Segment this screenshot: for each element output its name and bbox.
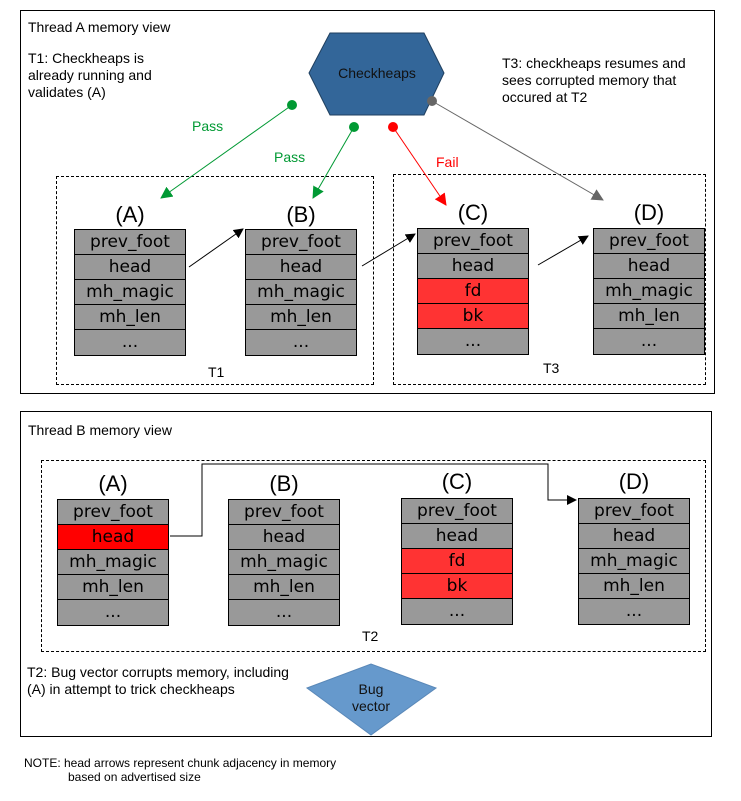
bug-vector-diamond [305,663,438,736]
chunk-field-prev-foot: prev_foot [594,229,704,254]
checkheaps-label: Checkheaps [338,65,416,81]
chunk-field-head: head [75,255,185,280]
chunk-field-head: head [246,255,356,280]
chunk-field-mh-magic: mh_magic [579,549,689,574]
chunk-field-prev-foot: prev_foot [229,500,339,525]
fail-label: Fail [436,154,459,170]
chunk-field-head: head [58,525,168,550]
t1-label: T1 [208,364,225,380]
t1-group-box [56,176,374,385]
chunk-field-more: ... [58,600,168,625]
chunk-field-head: head [402,524,512,549]
chunk-field-mh-len: mh_len [75,305,185,330]
footer-note-line1: NOTE: head arrows represent chunk adjace… [24,756,337,770]
chunk-field-head: head [579,524,689,549]
chunk-field-bk: bk [402,574,512,599]
thread-b-chunk-b-label: (B) [269,471,299,496]
chunk-field-fd: fd [418,279,528,304]
thread-b-title: Thread B memory view [28,422,172,438]
thread-b-chunk-c-label: (C) [441,469,473,494]
t1-note-line2: already running and [28,67,152,83]
chunk-field-head: head [229,525,339,550]
footer-note-line2: based on advertised size [68,770,201,784]
chunk-field-prev-foot: prev_foot [579,499,689,524]
chunk-field-prev-foot: prev_foot [246,230,356,255]
chunk-field-prev-foot: prev_foot [75,230,185,255]
chunk-field-more: ... [246,330,356,355]
t3-note-line2: sees corrupted memory that [502,72,677,88]
chunk-field-mh-len: mh_len [246,305,356,330]
chunk-field-more: ... [579,599,689,624]
chunk-field-prev-foot: prev_foot [402,499,512,524]
t3-label: T3 [543,360,560,376]
pass-arrow-1 [160,104,293,199]
chunk-field-mh-len: mh_len [58,575,168,600]
chunk-field-head: head [594,254,704,279]
chunk-field-mh-magic: mh_magic [594,279,704,304]
chunk-field-prev-foot: prev_foot [418,229,528,254]
chunk-field-mh-magic: mh_magic [58,550,168,575]
chunk-field-bk: bk [418,304,528,329]
pass-label-1: Pass [192,118,223,134]
thread-b-chunk-a-label: (A) [98,471,128,496]
t3-group-box [393,174,706,385]
fail-arrow [392,126,447,206]
checkheaps-hexagon [308,32,445,116]
chunk-field-mh-len: mh_len [579,574,689,599]
bug-vector-label-line2: vector [352,698,390,714]
chunk-field-mh-magic: mh_magic [246,280,356,305]
t3-note-line1: T3: checkheaps resumes and [502,55,686,71]
t1-note-line1: T1: Checkheaps is [28,50,144,66]
resume-arrow [431,100,604,201]
thread-a-chunk-a-label: (A) [115,202,145,227]
chunk-field-head: head [418,254,528,279]
chunk-field-more: ... [229,600,339,625]
adjacency-arrow-b-to-c [361,233,416,267]
t3-note-line3: occured at T2 [502,89,588,105]
t1-note-line3: validates (A) [28,84,106,100]
chunk-field-more: ... [75,330,185,355]
chunk-field-mh-magic: mh_magic [229,550,339,575]
chunk-field-fd: fd [402,549,512,574]
t2-label: T2 [362,628,379,644]
corrupted-head-arrow-a-to-d [170,463,577,537]
pass-arrow-2 [312,126,355,199]
chunk-field-mh-len: mh_len [229,575,339,600]
t2-group-box [41,460,706,652]
t2-note-line1: T2: Bug vector corrupts memory, includin… [27,664,289,680]
pass-label-2: Pass [274,149,305,165]
chunk-field-prev-foot: prev_foot [58,500,168,525]
thread-a-chunk-b-label: (B) [286,202,316,227]
thread-b-chunk-d-label: (D) [618,469,650,494]
adjacency-arrow-c-to-d [537,235,589,266]
chunk-field-more: ... [402,599,512,624]
bug-vector-label-line1: Bug [359,681,384,697]
chunk-field-mh-len: mh_len [594,304,704,329]
chunk-field-more: ... [418,329,528,354]
thread-a-chunk-d-label: (D) [633,200,665,225]
thread-a-chunk-c-label: (C) [457,200,489,225]
adjacency-arrow-a-to-b [188,228,244,268]
thread-a-title: Thread A memory view [28,19,171,35]
t2-note-line2: (A) in attempt to trick checkheaps [27,681,235,697]
chunk-field-mh-magic: mh_magic [75,280,185,305]
chunk-field-more: ... [594,329,704,354]
